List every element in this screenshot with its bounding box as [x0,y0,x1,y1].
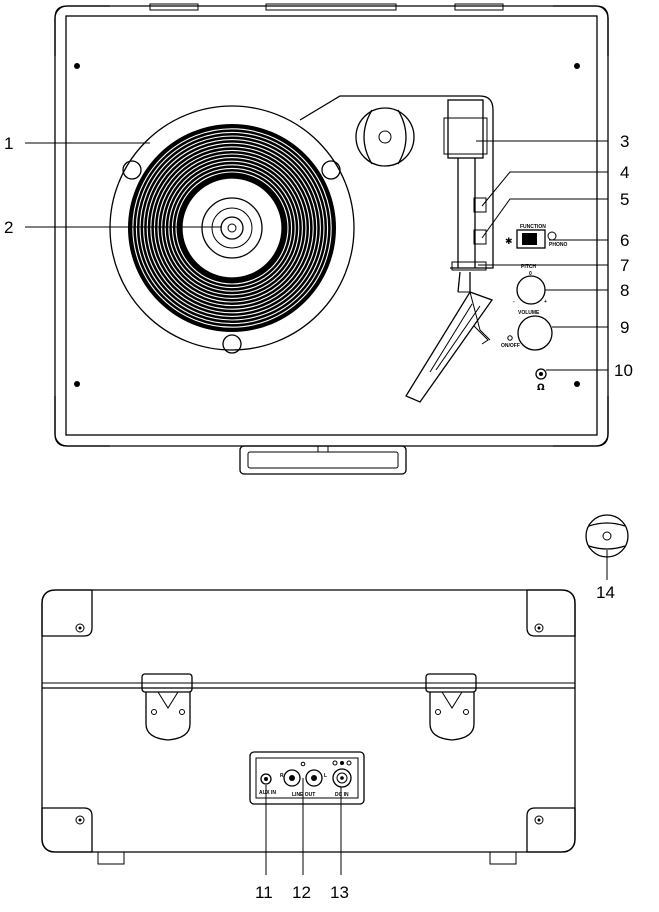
line-out-label: LINE OUT [292,792,315,798]
groove-ring [139,135,325,321]
line-out-indicator [300,761,306,767]
pitch-knob: PITCH 0 - + [513,264,547,305]
callout-10: 10 [614,361,633,380]
screws [74,63,580,387]
dc-in-label: DC IN [335,792,349,798]
callout-14: 14 [596,583,615,602]
groove-ring [164,160,300,296]
callout-9: 9 [620,318,629,337]
function-switch: FUNCTION PHONO ✱ [505,224,567,249]
aux-in-label: AUX IN [259,790,276,796]
groove-ring [146,142,318,314]
pitch-label: PITCH [521,264,536,270]
back-view: AUX IN R L LINE OUT DC IN [41,589,576,865]
onoff-label: ON/OFF [501,343,520,349]
callout-12: 12 [292,883,311,902]
callout-2: 2 [4,218,13,237]
dc-polarity-icon [332,760,352,766]
corner-cap-tr [553,5,609,56]
corner-cap-tl [54,5,110,56]
groove-ring [175,171,289,285]
tonearm [405,99,494,403]
power-led [507,335,513,341]
back-corner-bl [41,807,93,853]
line-out-r-label: R [280,773,284,779]
headphone-icon: Ω [537,383,545,393]
callout-6: 6 [620,231,629,250]
back-corner-tl [41,589,93,637]
groove-ring [132,128,332,328]
callout-7: 7 [620,256,629,275]
groove-ring [153,149,311,307]
back-screws [75,623,544,825]
callout-3: 3 [620,132,629,151]
groove-ring [135,131,329,325]
back-corner-br [526,807,576,853]
groove-ring [143,139,321,317]
dc-in-jack [332,768,352,788]
carry-handle [239,445,407,475]
function-label: FUNCTION [520,224,546,230]
platter [109,105,355,354]
case-inner [65,15,598,436]
leader-lines [25,140,608,875]
foot-left [97,851,125,865]
callout-11: 11 [255,883,273,902]
phono-label: PHONO [549,242,567,248]
volume-knob: VOLUME ON/OFF [501,310,553,351]
headphone-jack: Ω [535,368,547,393]
hinge-tab-mid [265,3,397,11]
groove-ring [150,146,314,310]
callout-5: 5 [620,190,629,209]
tonearm-plate [299,95,494,269]
corner-cap-bl [54,396,110,447]
arm-lift-lever [473,229,487,245]
record-grooves [132,128,332,328]
connector-panel: AUX IN R L LINE OUT DC IN [249,751,365,805]
groove-ring [157,153,307,303]
callout-1: 1 [4,134,13,153]
adapter-holder [355,107,415,167]
foot-right [489,851,517,865]
hinge-tab-left [149,3,199,11]
latch-right [425,673,477,741]
line-out-l-jack [305,769,323,787]
line-out-r-jack [283,769,301,787]
arm-rest-lever [473,197,487,213]
volume-label: VOLUME [518,310,540,316]
phono-icon [547,231,557,241]
groove-ring [161,157,303,299]
line-out-l-label: L [324,773,327,779]
bluetooth-icon: ✱ [505,237,513,247]
callout-4: 4 [620,163,629,182]
back-case [41,589,576,853]
latch-left [141,673,193,741]
pitch-plus-label: + [544,299,547,305]
aux-in-jack [260,773,272,785]
callout-8: 8 [620,281,629,300]
back-corner-tr [526,589,576,637]
corner-cap-br [553,396,609,447]
groove-ring [171,167,293,289]
callout-numbers: 1 2 3 4 5 6 7 8 9 10 14 11 12 13 [4,132,633,902]
pitch-minus-label: - [513,299,515,305]
hinge-tab-right [454,3,504,11]
callout-13: 13 [330,883,349,902]
top-view: FUNCTION PHONO ✱ PITCH 0 - + VOLUME ON/O… [54,3,609,475]
pitch-zero-label: 0 [529,271,532,277]
groove-ring [168,164,296,292]
